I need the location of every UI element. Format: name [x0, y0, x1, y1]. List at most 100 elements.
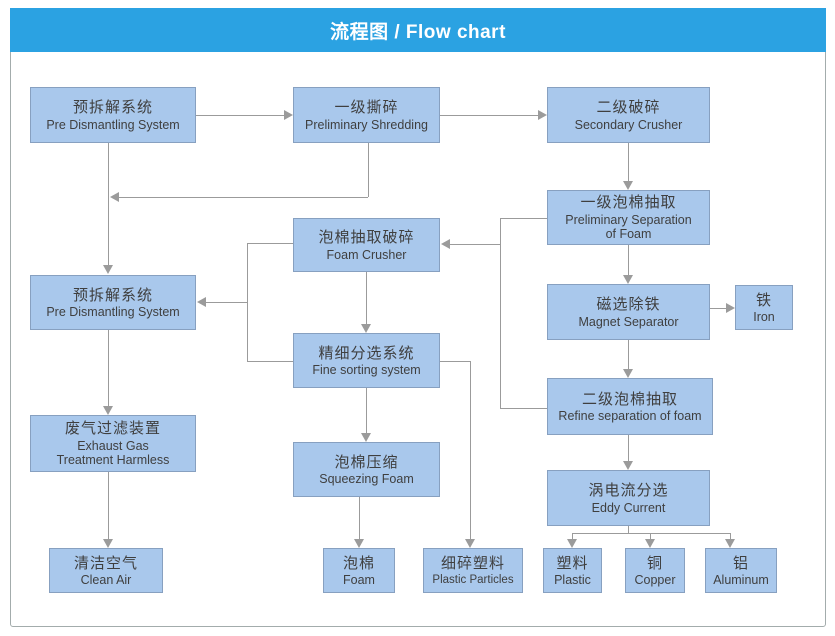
connector-line: [440, 361, 470, 362]
node-plastic-particles: 细碎塑料 Plastic Particles: [423, 548, 523, 593]
connector-line: [368, 143, 369, 197]
node-iron: 铁 Iron: [735, 285, 793, 330]
connector-line: [572, 533, 573, 539]
page-title: 流程图 / Flow chart: [10, 8, 826, 52]
connector-line: [500, 408, 547, 409]
node-label-zh: 预拆解系统: [72, 99, 153, 117]
node-label-zh: 二级泡棉抽取: [581, 390, 678, 408]
connector-line: [108, 472, 109, 539]
connector-line: [359, 497, 360, 539]
node-label-zh: 泡棉抽取破碎: [318, 229, 415, 247]
node-label-zh: 二级破碎: [596, 99, 661, 117]
node-label-zh: 泡棉压缩: [334, 453, 399, 471]
arrowhead-down-icon: [623, 181, 633, 190]
node-label-zh: 泡棉: [342, 554, 375, 572]
node-label-zh: 一级撕碎: [334, 99, 399, 117]
node-preliminary-shredding: 一级撕碎 Preliminary Shredding: [293, 87, 440, 143]
node-magnet-separator: 磁选除铁 Magnet Separator: [547, 284, 710, 340]
node-label-zh: 精细分选系统: [318, 344, 415, 362]
node-secondary-crusher: 二级破碎 Secondary Crusher: [547, 87, 710, 143]
node-foam: 泡棉 Foam: [323, 548, 395, 593]
connector-line: [108, 143, 109, 265]
node-label-zh: 铝: [732, 554, 749, 572]
node-label-zh: 废气过滤装置: [64, 420, 161, 438]
arrowhead-left-icon: [197, 297, 206, 307]
arrowhead-left-icon: [110, 192, 119, 202]
node-label-en: Magnet Separator: [578, 314, 679, 329]
connector-line: [247, 243, 293, 244]
node-label-zh: 清洁空气: [73, 554, 138, 572]
arrowhead-down-icon: [725, 539, 735, 548]
node-fine-sorting-system: 精细分选系统 Fine sorting system: [293, 333, 440, 388]
node-label-en: Plastic: [554, 573, 591, 588]
connector-line: [628, 340, 629, 369]
arrowhead-down-icon: [567, 539, 577, 548]
node-label-en: Preliminary Shredding: [305, 117, 428, 132]
node-label-en: Clean Air: [80, 573, 132, 588]
node-label-en: Preliminary Separation of Foam: [565, 212, 692, 242]
node-label-en: Foam Crusher: [326, 247, 407, 262]
arrowhead-down-icon: [103, 406, 113, 415]
arrowhead-down-icon: [645, 539, 655, 548]
node-copper: 铜 Copper: [625, 548, 685, 593]
arrowhead-down-icon: [623, 275, 633, 284]
node-label-en: Pre Dismantling System: [46, 305, 180, 320]
arrowhead-down-icon: [623, 461, 633, 470]
node-label-zh: 塑料: [556, 554, 589, 572]
arrowhead-right-icon: [284, 110, 293, 120]
connector-line: [650, 533, 651, 539]
connector-line: [108, 330, 109, 406]
node-plastic: 塑料 Plastic: [543, 548, 602, 593]
connector-line: [196, 115, 284, 116]
arrowhead-right-icon: [538, 110, 547, 120]
connector-line: [119, 197, 368, 198]
connector-line: [366, 388, 367, 433]
connector-line: [450, 244, 500, 245]
node-aluminum: 铝 Aluminum: [705, 548, 777, 593]
connector-line: [628, 526, 629, 533]
node-label-en: Copper: [634, 573, 676, 588]
arrowhead-down-icon: [465, 539, 475, 548]
connector-line: [628, 245, 629, 275]
node-label-zh: 一级泡棉抽取: [580, 194, 677, 212]
arrowhead-right-icon: [726, 303, 735, 313]
connector-line: [710, 308, 726, 309]
node-pre-dismantling-system-1: 预拆解系统 Pre Dismantling System: [30, 87, 196, 143]
node-label-zh: 预拆解系统: [72, 286, 153, 304]
connector-line: [366, 272, 367, 324]
node-label-en: Aluminum: [713, 573, 769, 588]
node-label-zh: 铜: [646, 554, 663, 572]
arrowhead-down-icon: [361, 324, 371, 333]
connector-line: [500, 218, 547, 219]
node-pre-dismantling-system-2: 预拆解系统 Pre Dismantling System: [30, 275, 196, 330]
node-clean-air: 清洁空气 Clean Air: [49, 548, 163, 593]
connector-line: [247, 243, 248, 361]
connector-line: [628, 143, 629, 181]
node-label-en: Eddy Current: [591, 500, 666, 515]
connector-line: [206, 302, 247, 303]
node-foam-crusher: 泡棉抽取破碎 Foam Crusher: [293, 218, 440, 272]
node-label-en: Plastic Particles: [432, 573, 514, 586]
node-label-en: Squeezing Foam: [319, 472, 414, 487]
node-label-en: Foam: [343, 573, 375, 588]
connector-line: [440, 115, 538, 116]
node-label-zh: 细碎塑料: [440, 555, 505, 573]
node-refine-separation-of-foam: 二级泡棉抽取 Refine separation of foam: [547, 378, 713, 435]
node-label-zh: 铁: [755, 291, 772, 309]
connector-line: [247, 361, 293, 362]
node-label-en: Refine separation of foam: [558, 409, 702, 424]
node-label-en: Iron: [753, 310, 775, 325]
node-label-en: Secondary Crusher: [574, 117, 683, 132]
connector-line: [470, 361, 471, 539]
node-label-en: Fine sorting system: [312, 363, 421, 378]
arrowhead-down-icon: [361, 433, 371, 442]
node-label-zh: 磁选除铁: [596, 296, 661, 314]
arrowhead-down-icon: [623, 369, 633, 378]
node-squeezing-foam: 泡棉压缩 Squeezing Foam: [293, 442, 440, 497]
node-preliminary-separation-of-foam: 一级泡棉抽取 Preliminary Separation of Foam: [547, 190, 710, 245]
node-label-zh: 涡电流分选: [588, 482, 669, 500]
connector-line: [628, 435, 629, 461]
connector-line: [500, 218, 501, 408]
arrowhead-down-icon: [354, 539, 364, 548]
